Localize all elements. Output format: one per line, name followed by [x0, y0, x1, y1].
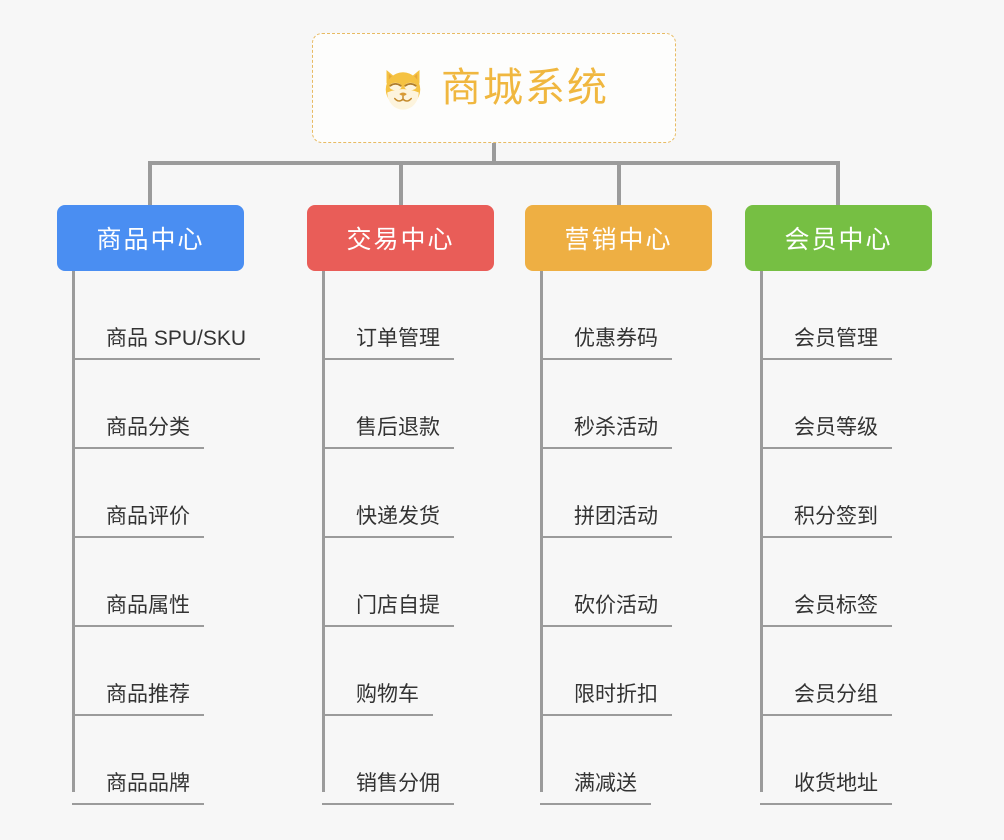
leaf-item[interactable]: 限时折扣 [540, 627, 672, 716]
leaf-label: 商品分类 [72, 415, 204, 449]
drop-connector-2 [399, 161, 403, 207]
root-node[interactable]: 商城系统 [312, 33, 676, 143]
leaf-label: 会员标签 [760, 593, 892, 627]
leaf-label: 积分签到 [760, 504, 892, 538]
leaf-label: 会员管理 [760, 326, 892, 360]
root-stem-connector [492, 143, 496, 163]
leaf-label: 销售分佣 [322, 771, 454, 805]
category-label: 会员中心 [784, 226, 893, 254]
leaf-item[interactable]: 拼团活动 [540, 449, 672, 538]
branch-trunk-1 [72, 271, 75, 792]
leaf-item[interactable]: 购物车 [322, 627, 433, 716]
leaf-label: 砍价活动 [540, 593, 672, 627]
root-title: 商城系统 [441, 66, 609, 110]
branch-column-4: 会员中心 会员管理 会员等级 积分签到 会员标签 会员分组 收货地址 [745, 205, 932, 805]
leaf-item[interactable]: 会员分组 [760, 627, 892, 716]
category-header-1[interactable]: 商品中心 [57, 205, 244, 271]
leaf-item[interactable]: 商品品牌 [72, 716, 204, 805]
leaf-item[interactable]: 优惠券码 [540, 271, 672, 360]
branch-column-2: 交易中心 订单管理 售后退款 快递发货 门店自提 购物车 销售分佣 [307, 205, 494, 805]
leaf-item[interactable]: 商品属性 [72, 538, 204, 627]
leaf-label: 商品 SPU/SKU [72, 326, 261, 360]
leaf-label: 收货地址 [760, 771, 892, 805]
leaf-label: 会员等级 [760, 415, 892, 449]
leaf-label: 订单管理 [322, 326, 454, 360]
leaf-item[interactable]: 销售分佣 [322, 716, 454, 805]
leaf-item[interactable]: 商品评价 [72, 449, 204, 538]
leaf-item[interactable]: 会员管理 [760, 271, 892, 360]
leaf-item[interactable]: 售后退款 [322, 360, 454, 449]
leaf-label: 秒杀活动 [540, 415, 672, 449]
leaf-item[interactable]: 商品推荐 [72, 627, 204, 716]
leaf-item[interactable]: 门店自提 [322, 538, 454, 627]
leaf-label: 会员分组 [760, 682, 892, 716]
category-header-4[interactable]: 会员中心 [745, 205, 932, 271]
leaf-list-1: 商品 SPU/SKU 商品分类 商品评价 商品属性 商品推荐 商品品牌 [57, 271, 261, 805]
leaf-label: 满减送 [540, 771, 651, 805]
leaf-item[interactable]: 商品 SPU/SKU [72, 271, 261, 360]
leaf-label: 拼团活动 [540, 504, 672, 538]
bus-connector [150, 161, 840, 165]
branch-column-3: 营销中心 优惠券码 秒杀活动 拼团活动 砍价活动 限时折扣 满减送 [525, 205, 712, 805]
leaf-label: 商品品牌 [72, 771, 204, 805]
leaf-list-3: 优惠券码 秒杀活动 拼团活动 砍价活动 限时折扣 满减送 [525, 271, 712, 805]
leaf-label: 门店自提 [322, 593, 454, 627]
category-label: 交易中心 [346, 226, 455, 254]
leaf-label: 商品属性 [72, 593, 204, 627]
drop-connector-3 [617, 161, 621, 207]
branch-trunk-4 [760, 271, 763, 792]
leaf-item[interactable]: 会员标签 [760, 538, 892, 627]
leaf-item[interactable]: 砍价活动 [540, 538, 672, 627]
leaf-item[interactable]: 秒杀活动 [540, 360, 672, 449]
leaf-label: 快递发货 [322, 504, 454, 538]
shiba-dog-face-icon [379, 64, 427, 112]
leaf-item[interactable]: 收货地址 [760, 716, 892, 805]
leaf-list-4: 会员管理 会员等级 积分签到 会员标签 会员分组 收货地址 [745, 271, 932, 805]
branch-trunk-2 [322, 271, 325, 792]
leaf-item[interactable]: 商品分类 [72, 360, 204, 449]
leaf-label: 限时折扣 [540, 682, 672, 716]
leaf-item[interactable]: 快递发货 [322, 449, 454, 538]
leaf-item[interactable]: 满减送 [540, 716, 651, 805]
leaf-label: 优惠券码 [540, 326, 672, 360]
branch-column-1: 商品中心 商品 SPU/SKU 商品分类 商品评价 商品属性 商品推荐 商品品牌 [57, 205, 261, 805]
leaf-item[interactable]: 订单管理 [322, 271, 454, 360]
category-header-3[interactable]: 营销中心 [525, 205, 712, 271]
branch-trunk-3 [540, 271, 543, 792]
leaf-item[interactable]: 积分签到 [760, 449, 892, 538]
leaf-list-2: 订单管理 售后退款 快递发货 门店自提 购物车 销售分佣 [307, 271, 494, 805]
category-label: 营销中心 [564, 226, 673, 254]
category-header-2[interactable]: 交易中心 [307, 205, 494, 271]
leaf-label: 商品推荐 [72, 682, 204, 716]
leaf-item[interactable]: 会员等级 [760, 360, 892, 449]
leaf-label: 售后退款 [322, 415, 454, 449]
leaf-label: 商品评价 [72, 504, 204, 538]
drop-connector-4 [836, 161, 840, 207]
leaf-label: 购物车 [322, 682, 433, 716]
drop-connector-1 [148, 161, 152, 207]
category-label: 商品中心 [96, 226, 205, 254]
